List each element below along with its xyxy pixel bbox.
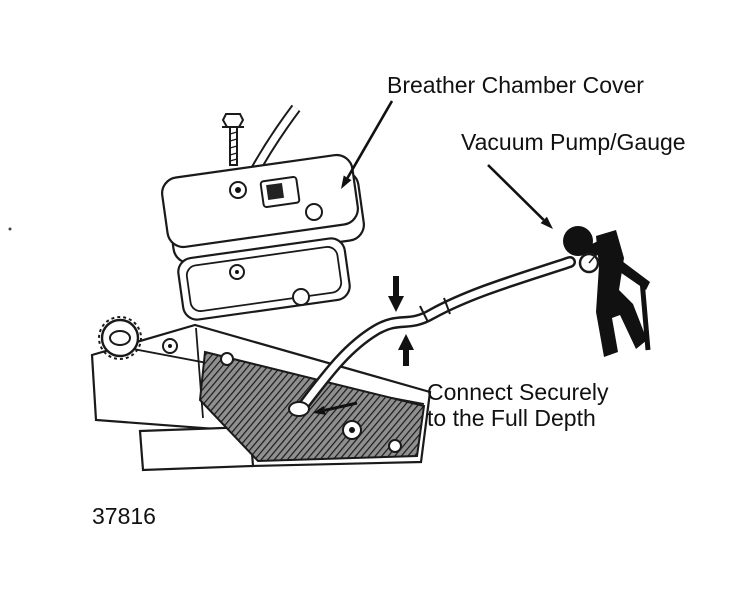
- label-connect-securely: Connect Securely to the Full Depth: [427, 379, 609, 431]
- leader-arrow-connect: [313, 401, 358, 415]
- leader-arrow-vacuum-pump: [487, 164, 553, 229]
- leader-arrow-breather-cover: [341, 100, 394, 189]
- label-connect-securely-line1: Connect Securely: [427, 379, 609, 405]
- label-breather-chamber-cover: Breather Chamber Cover: [387, 72, 644, 98]
- label-connect-securely-line2: to the Full Depth: [427, 405, 596, 431]
- valve-cover-drawing: [90, 316, 432, 472]
- vacuum-hose-drawing: [288, 256, 576, 417]
- vacuum-pump-gauge-drawing: [563, 226, 651, 357]
- stray-dot: [8, 227, 12, 231]
- label-vacuum-pump-gauge: Vacuum Pump/Gauge: [461, 129, 686, 155]
- cover-gasket-drawing: [177, 237, 351, 321]
- hose-pointer-arrow-down: [388, 276, 404, 312]
- cover-bolt-drawing: [221, 113, 245, 166]
- rocker-recess-hatch: [198, 350, 426, 463]
- hose-fitting: [288, 401, 310, 417]
- figure-number: 37816: [92, 503, 156, 529]
- oil-filler-cap: [98, 316, 142, 360]
- hose-pointer-arrow-up: [398, 334, 414, 366]
- valve-cover-foot: [138, 425, 255, 472]
